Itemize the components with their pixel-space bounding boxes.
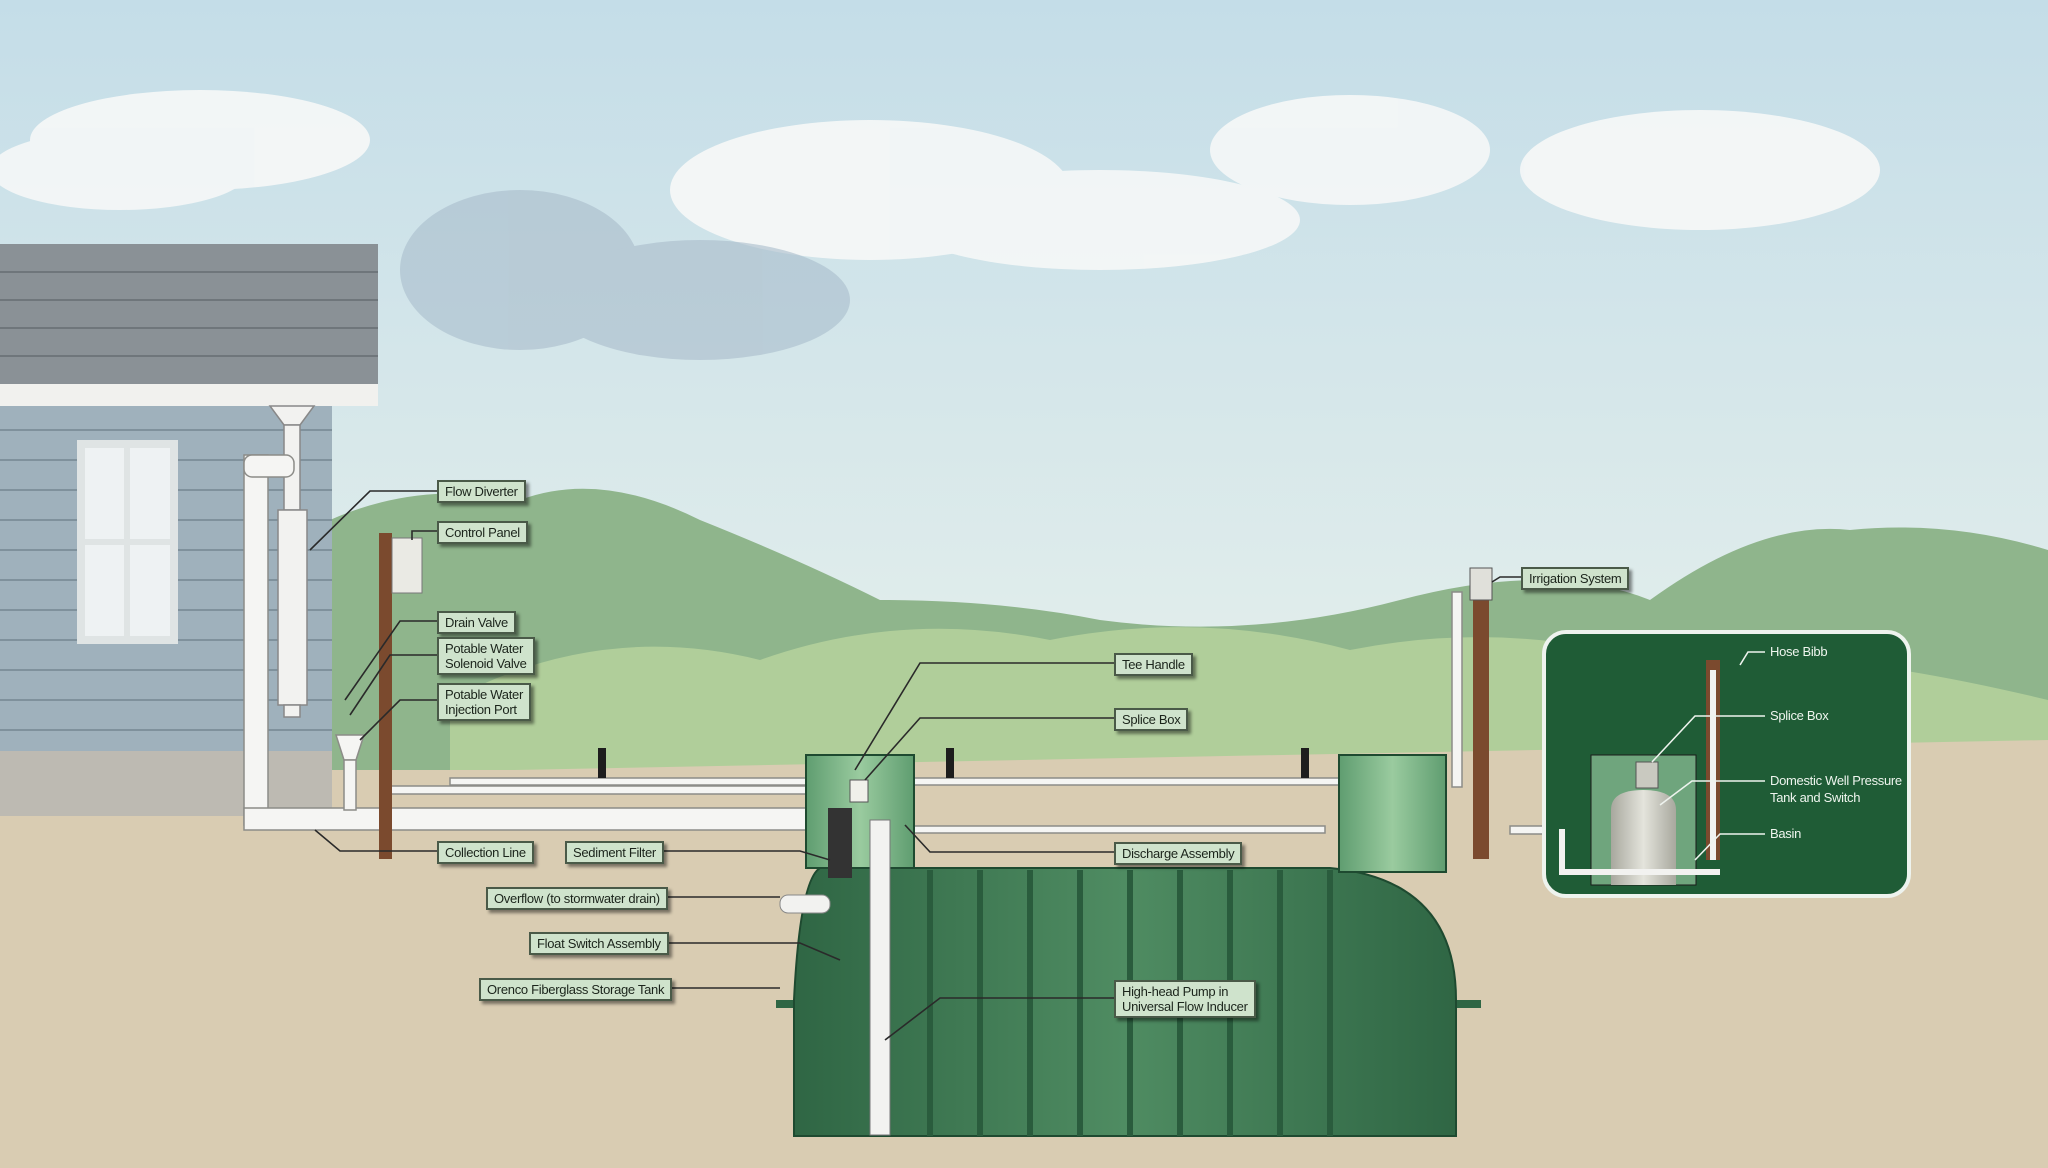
label-line: Domestic Well Pressure xyxy=(1770,773,1902,788)
sediment-filter xyxy=(828,808,852,878)
label-irrigation-system: Irrigation System xyxy=(1521,567,1630,590)
label-line: Injection Port xyxy=(445,702,517,717)
label-drain-valve: Drain Valve xyxy=(437,611,516,634)
label-tee-handle: Tee Handle xyxy=(1114,653,1193,676)
storm-clouds xyxy=(400,190,850,360)
label-storage-tank: Orenco Fiberglass Storage Tank xyxy=(479,978,673,1001)
label-float-switch: Float Switch Assembly xyxy=(529,932,669,955)
post-irrigation xyxy=(1473,575,1489,859)
label-collection-line: Collection Line xyxy=(437,841,534,864)
label-control-panel: Control Panel xyxy=(437,521,528,544)
irrigation-controller xyxy=(1469,567,1493,601)
house xyxy=(0,244,378,816)
label-line: Solenoid Valve xyxy=(445,656,527,671)
splice-box xyxy=(849,779,869,803)
riser-left xyxy=(805,754,915,869)
inset-leader-lines xyxy=(1651,651,1765,861)
label-line: Tank and Switch xyxy=(1770,790,1861,805)
flow-diverter xyxy=(277,509,308,706)
label-discharge-assembly: Discharge Assembly xyxy=(1114,842,1243,865)
label-line: Potable Water xyxy=(445,641,523,656)
sprinkler-heads xyxy=(598,748,1309,778)
inset-well-system xyxy=(1542,630,1911,898)
label-overflow: Overflow (to stormwater drain) xyxy=(486,887,668,910)
pump-vault xyxy=(869,819,891,1136)
riser-right xyxy=(1338,754,1447,873)
label-flow-diverter: Flow Diverter xyxy=(437,480,526,503)
label-sediment-filter: Sediment Filter xyxy=(565,841,664,864)
downspout xyxy=(268,405,316,718)
inset-label-hose-bibb: Hose Bibb xyxy=(1770,644,1828,659)
label-line: High-head Pump in xyxy=(1122,984,1229,999)
label-splice-box: Splice Box xyxy=(1114,708,1189,731)
leader-lines xyxy=(309,490,1521,1041)
inset-label-splice-box: Splice Box xyxy=(1770,708,1829,723)
label-line: Potable Water xyxy=(445,687,523,702)
clouds xyxy=(0,90,1880,270)
post-left xyxy=(379,533,392,859)
control-panel xyxy=(391,537,423,594)
label-line: Universal Flow Inducer xyxy=(1122,999,1248,1014)
inset-label-basin: Basin xyxy=(1770,826,1802,841)
overflow-pipe xyxy=(779,894,831,914)
